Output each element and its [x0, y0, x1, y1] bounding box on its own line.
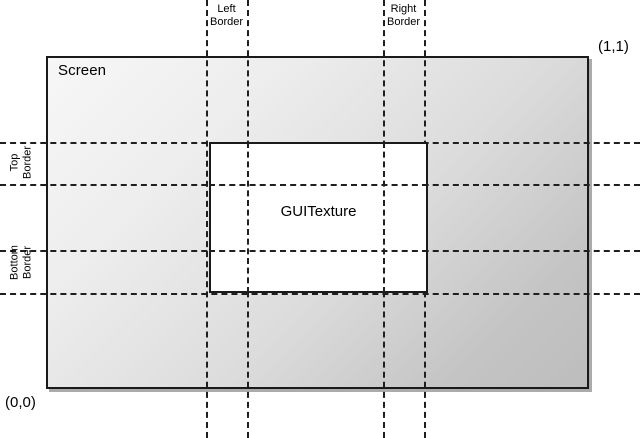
guide-line-bottom-outer	[0, 293, 640, 295]
guide-line-left-outer	[206, 0, 208, 438]
guitexture-label: GUITexture	[280, 203, 357, 220]
guide-line-left-inner-overlay	[247, 142, 249, 293]
guide-line-right-inner-overlay	[383, 142, 385, 293]
coordinate-max-label: (1,1)	[598, 38, 629, 55]
top-border-label: Top Border	[8, 145, 34, 180]
bottom-border-label: Bottom Border	[8, 245, 34, 280]
guide-line-top-inner-overlay	[209, 184, 428, 186]
left-border-label: Left Border	[209, 3, 244, 28]
right-border-label: Right Border	[386, 3, 421, 28]
guitexture-rectangle	[209, 142, 428, 293]
coordinate-origin-label: (0,0)	[5, 394, 36, 411]
guide-line-bottom-inner-overlay	[209, 250, 428, 252]
screen-label: Screen	[58, 62, 107, 79]
